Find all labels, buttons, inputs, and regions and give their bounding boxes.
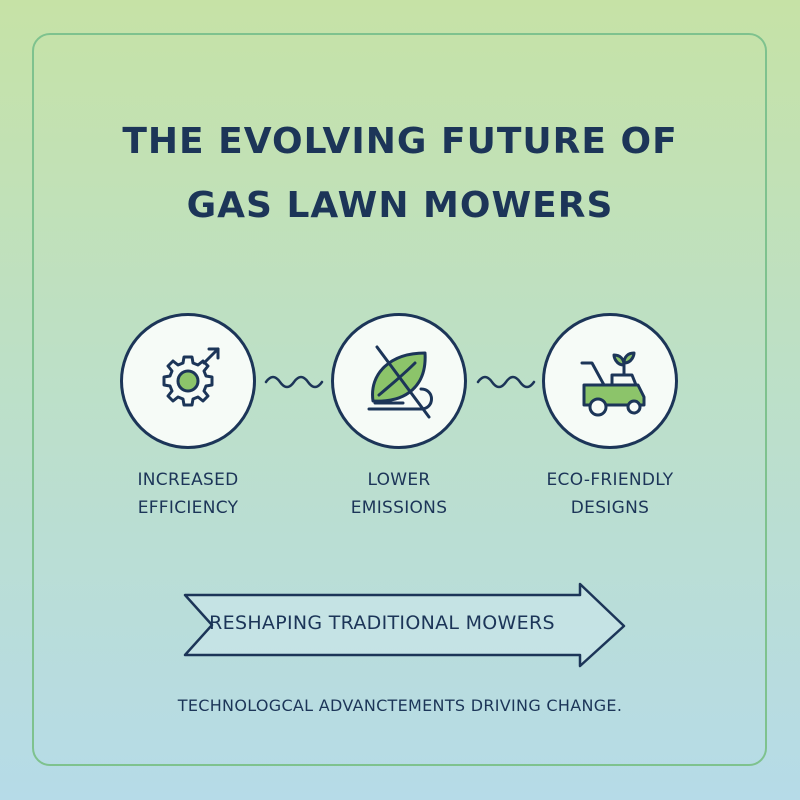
feature-label-line: DESIGNS [570, 498, 650, 518]
feature-label-line: INCREASED [137, 470, 239, 490]
feature-circle-eco [542, 313, 678, 449]
page-title-line-1: THE EVOLVING FUTURE OF [122, 121, 678, 162]
gear-arrow-icon [162, 347, 220, 407]
leaf-crossed-icon [367, 345, 433, 419]
feature-label-eco: ECO-FRIENDLY DESIGNS [520, 466, 700, 522]
connector-wave-1 [264, 375, 324, 389]
feature-label-line: EMISSIONS [350, 498, 448, 518]
feature-label-line: EFFICIENCY [137, 498, 239, 518]
banner-arrow-shape [183, 582, 626, 668]
mower-sprout-icon [580, 351, 646, 417]
feature-label-emissions: LOWER EMISSIONS [309, 466, 489, 522]
feature-label-line: LOWER [367, 470, 431, 490]
feature-label-efficiency: INCREASED EFFICIENCY [98, 466, 278, 522]
feature-label-line: ECO-FRIENDLY [546, 470, 674, 490]
outer-frame [32, 33, 767, 766]
feature-circle-efficiency [120, 313, 256, 449]
feature-circle-emissions [331, 313, 467, 449]
connector-wave-2 [476, 375, 536, 389]
caption: TECHNOLOGCAL ADVANCTEMENTS DRIVING CHANG… [177, 696, 623, 715]
banner-label: RESHAPING TRADITIONAL MOWERS [209, 612, 555, 634]
page-title-line-2: GAS LAWN MOWERS [186, 185, 614, 226]
